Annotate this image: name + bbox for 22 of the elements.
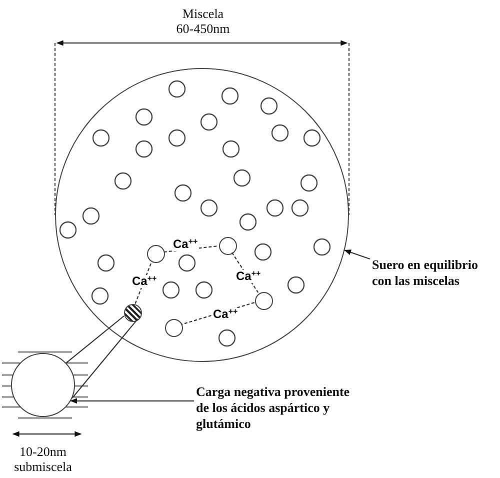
connector-line	[72, 318, 138, 398]
submicelle-hatched	[124, 304, 142, 322]
arrow	[344, 250, 370, 260]
annotation-text: Suero en equilibrio con las miscelas	[372, 257, 497, 289]
edge-label: Ca$^{++}$	[172, 238, 199, 251]
connector-line	[66, 316, 124, 364]
calcium-bridge-line	[134, 261, 152, 304]
submicelle-circle	[255, 292, 273, 310]
dimension-label: Miscela	[182, 6, 224, 21]
calcium-bridge-line	[231, 252, 259, 293]
submicelle-circle	[219, 237, 237, 255]
caption-label: submiscela	[14, 459, 72, 474]
submicelle-magnified-circle	[11, 353, 75, 417]
dimension-label: 60-450nm	[176, 21, 230, 36]
submicelle-circle	[147, 245, 165, 263]
edge-label: Ca$^{++}$	[235, 270, 262, 283]
arrow	[70, 398, 194, 404]
edge-label: Ca$^{++}$	[212, 308, 239, 321]
submicelle-circle	[165, 319, 183, 337]
dimension-label: 10-20nm	[20, 444, 66, 459]
edge-label: Ca$^{++}$	[131, 275, 158, 288]
annotation-text: Carga negativa proveniente de los ácidos aspártico y glutámico	[196, 384, 361, 432]
